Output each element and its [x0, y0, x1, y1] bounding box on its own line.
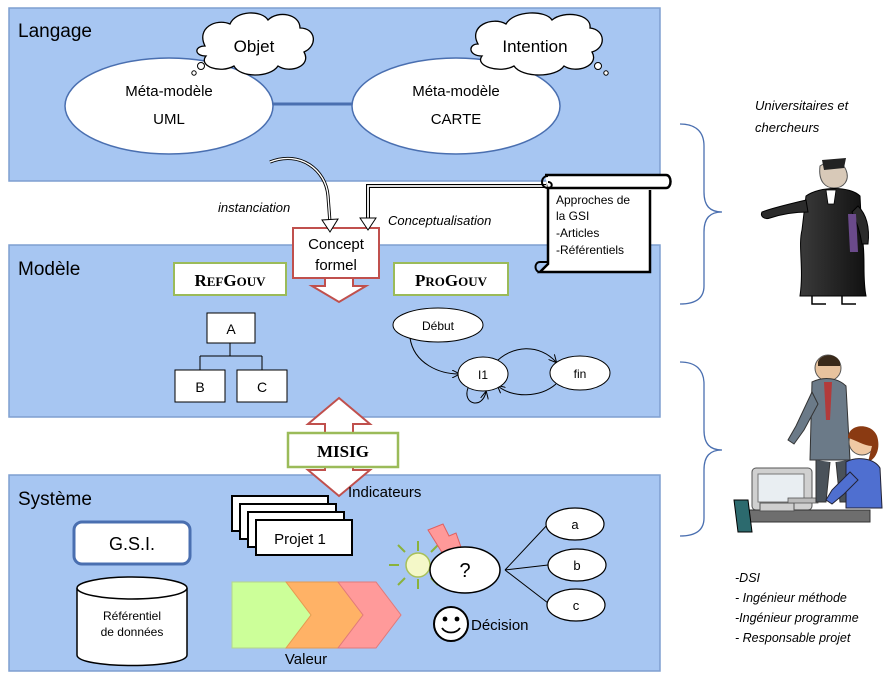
progouv-label: PROGOUV [415, 271, 488, 290]
misig-label: MISIG [317, 442, 369, 461]
smiley-icon [433, 606, 469, 642]
layer-langage: Langage Méta-modèle UML Méta-modèle CART… [8, 7, 661, 182]
option-b [547, 548, 607, 582]
question-node [429, 546, 501, 594]
project-label: Projet 1 [274, 531, 326, 548]
instanciation-label: instanciation [218, 200, 290, 215]
process-map: Début I1 fin [392, 307, 611, 404]
academic-figure-icon [761, 158, 869, 305]
option-c [546, 588, 606, 622]
indicateurs-label: Indicateurs [348, 484, 421, 501]
state-i1-label: I1 [478, 368, 488, 382]
misig-box [286, 431, 400, 469]
referentiel-cylinder: Référentiel de données [76, 576, 188, 667]
refgouv-box [173, 262, 287, 296]
tree-node-a-label: A [226, 321, 236, 337]
conceptualisation-label: Conceptualisation [388, 213, 491, 228]
brace-practitioners [679, 361, 723, 537]
state-fin-label: fin [574, 367, 587, 381]
valeur-label: Valeur [285, 651, 327, 668]
cloud-intention-label: Intention [502, 37, 567, 56]
meta-model-carte-line2: CARTE [431, 111, 482, 128]
layer-modele-title: Modèle [18, 259, 80, 280]
scroll-line-1: Approches de [556, 193, 630, 207]
gsi-box [72, 520, 192, 566]
refgouv-label: REFGOUV [194, 271, 266, 290]
meta-model-carte-line1: Méta-modèle [412, 83, 500, 100]
instanciation-arrow: instanciation [218, 156, 339, 233]
chevron-3 [336, 581, 402, 649]
cloud-intention: Intention [470, 12, 609, 76]
meta-model-carte [351, 57, 561, 155]
concept-formel: Concept formel [292, 227, 380, 304]
option-a [545, 507, 605, 541]
state-debut-label: Début [422, 319, 455, 333]
referentiel-line2: de données [101, 625, 164, 639]
option-a-label: a [571, 517, 579, 532]
meta-model-uml-line2: UML [153, 111, 185, 128]
academics-line1: Universitaires et [755, 98, 850, 113]
concept-formel-line2: formel [315, 257, 357, 274]
state-debut [392, 307, 484, 343]
role-1: -DSI [735, 571, 761, 585]
meta-model-uml [64, 57, 274, 155]
role-4: - Responsable projet [735, 631, 851, 645]
meta-model-uml-line1: Méta-modèle [125, 83, 213, 100]
referentiel-line1: Référentiel [103, 609, 161, 623]
state-fin [549, 355, 611, 391]
state-i1 [457, 356, 509, 392]
option-b-label: b [573, 558, 580, 573]
academics-line2: chercheurs [755, 120, 820, 135]
option-c-label: c [573, 598, 580, 613]
actors-panel: Universitaires et chercheurs [679, 98, 883, 645]
tree-node-c [236, 369, 288, 403]
layer-systeme-title: Système [18, 489, 92, 510]
scroll-line-4: -Référentiels [556, 243, 624, 257]
value-chain [231, 581, 402, 649]
question-label: ? [459, 560, 470, 582]
concept-down-arrow [308, 277, 370, 304]
project-stack: Projet 1 [231, 495, 353, 556]
tree-node-b [174, 369, 226, 403]
concept-formel-line1: Concept [308, 236, 365, 253]
tree-node-c-label: C [257, 379, 267, 395]
scroll-line-3: -Articles [556, 226, 599, 240]
decision-tree: ? a b c [429, 507, 607, 622]
role-3: -Ingénieur programme [735, 611, 859, 625]
gsi-label: G.S.I. [109, 534, 155, 554]
concept-formel-box [292, 227, 380, 279]
scroll-line-2: la GSI [556, 209, 589, 223]
role-2: - Ingénieur méthode [735, 591, 847, 605]
scroll-approches: Approches de la GSI -Articles -Référenti… [534, 173, 672, 274]
brace-academics [679, 123, 723, 305]
cloud-objet: Objet [191, 12, 314, 76]
cloud-objet-label: Objet [234, 37, 275, 56]
tree-node-b-label: B [195, 379, 204, 395]
layer-langage-title: Langage [18, 21, 92, 42]
misig-connector: MISIG [286, 396, 400, 498]
conceptualisation-arrow: Conceptualisation [359, 184, 546, 231]
decision-label: Décision [471, 617, 529, 634]
progouv-box [393, 262, 509, 296]
layer-systeme: Système G.S.I. Référentiel de données Pr… [8, 474, 661, 672]
tree-node-a [206, 312, 256, 344]
class-tree: A B C [174, 312, 288, 403]
office-workers-icon [733, 354, 883, 533]
